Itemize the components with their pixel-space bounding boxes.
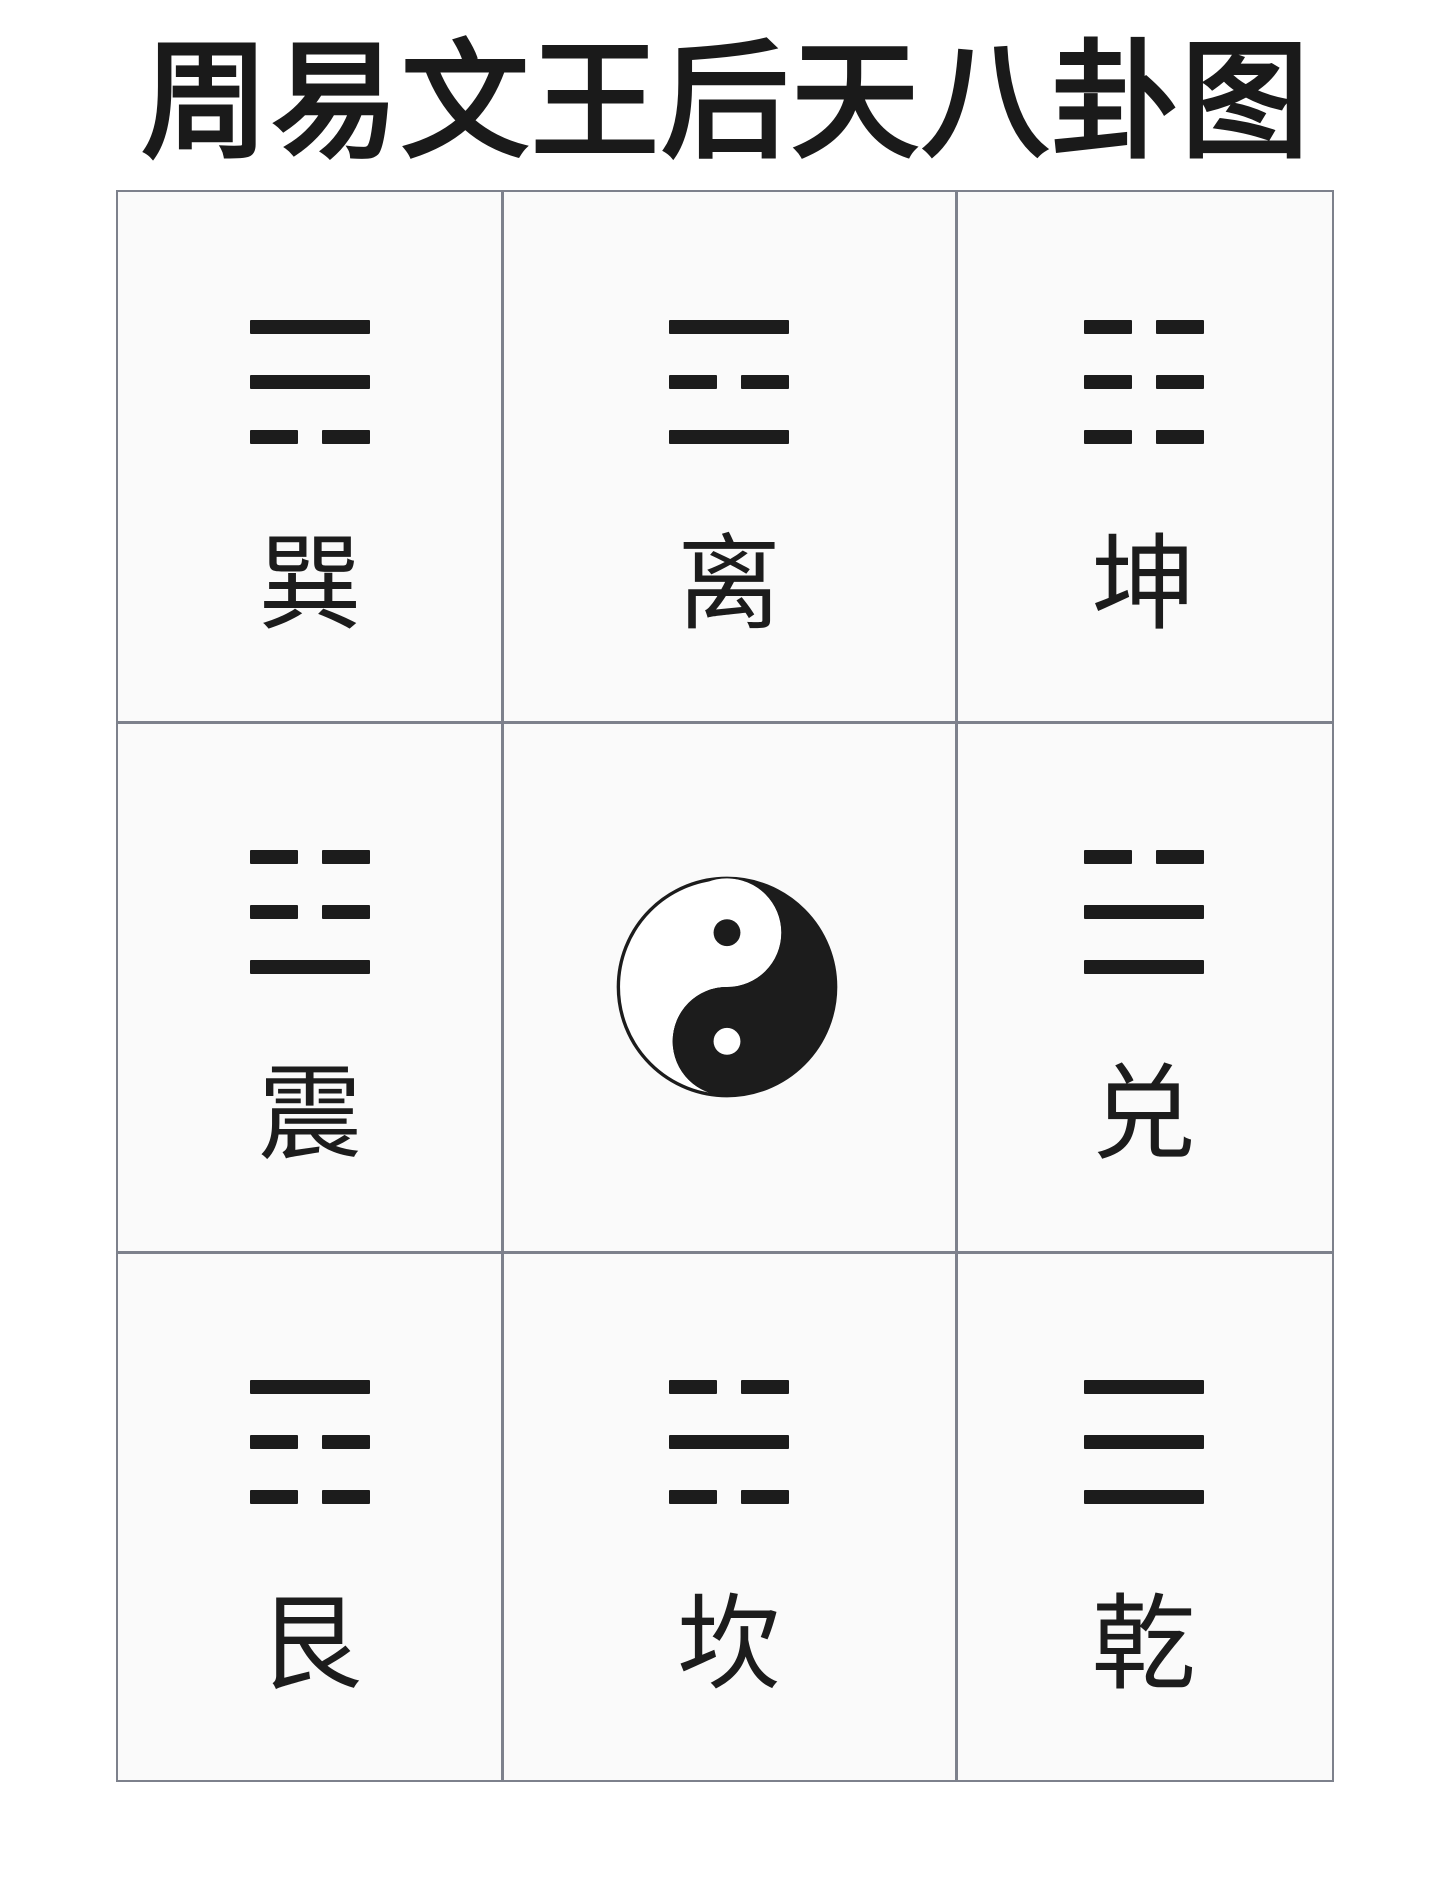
yin-line-segment-right (1155, 850, 1204, 864)
yang-line (669, 430, 789, 444)
trigram-name: 坎 (676, 1583, 781, 1705)
trigram-name: 乾 (1091, 1583, 1196, 1705)
yang-line-segment (250, 320, 370, 334)
yin-line-segment-right (322, 905, 370, 919)
trigram-name: 震 (257, 1053, 362, 1175)
yin-line-segment-right (1155, 320, 1204, 334)
yin-line (1083, 430, 1204, 444)
yang-line (250, 960, 370, 974)
yin-line-segment-right (741, 375, 789, 389)
yin-line (250, 1490, 370, 1504)
yin-line-segment-left (669, 375, 717, 389)
yin-line (669, 1490, 789, 1504)
trigram-cell: 离 (502, 192, 956, 722)
yang-line-segment (669, 320, 789, 334)
grid-divider-horizontal (118, 1251, 1332, 1254)
yin-line-segment-right (322, 1435, 370, 1449)
yang-line-segment (250, 375, 370, 389)
yang-line (1083, 960, 1204, 974)
yang-line-segment (1083, 1490, 1204, 1504)
yin-line-segment-left (669, 1490, 717, 1504)
trigram-cell: 乾 (956, 1252, 1331, 1779)
yang-line-segment (669, 1435, 789, 1449)
yang-line-segment (1083, 1380, 1204, 1394)
trigram-cell: 艮 (118, 1252, 502, 1779)
yin-line-segment-left (1083, 430, 1132, 444)
yin-line-segment-left (669, 1380, 717, 1394)
trigram-cell: 坎 (502, 1252, 956, 1779)
trigram-name: 巽 (257, 523, 362, 645)
trigram-cell: 震 (118, 722, 502, 1252)
yin-line (250, 850, 370, 864)
yang-line-segment (1083, 905, 1204, 919)
trigram-name: 艮 (257, 1583, 362, 1705)
bagua-grid: 巽 离 坤震 兑艮 坎 乾 (116, 190, 1334, 1782)
trigram-name: 兑 (1091, 1053, 1196, 1175)
yin-line-segment-left (1083, 850, 1132, 864)
yang-line-segment (669, 430, 789, 444)
yang-line-segment (1083, 1435, 1204, 1449)
yin-line-segment-right (741, 1490, 789, 1504)
yin-line-segment-right (322, 850, 370, 864)
yin-line (250, 1435, 370, 1449)
yang-line (250, 1380, 370, 1394)
yin-line-segment-left (250, 850, 298, 864)
yin-line-segment-left (250, 430, 298, 444)
yin-line-segment-left (1083, 375, 1132, 389)
yang-line (250, 375, 370, 389)
yang-line (1083, 1435, 1204, 1449)
grid-divider-vertical (955, 192, 958, 1780)
yin-line (669, 375, 789, 389)
yang-line (669, 320, 789, 334)
yang-line (1083, 1380, 1204, 1394)
yang-line (669, 1435, 789, 1449)
trigram-cell: 巽 (118, 192, 502, 722)
yin-line-segment-right (322, 430, 370, 444)
trigram-name: 离 (676, 523, 781, 645)
trigram-cell: 坤 (956, 192, 1331, 722)
yin-line-segment-right (1155, 375, 1204, 389)
yin-line-segment-left (1083, 320, 1132, 334)
trigram-name: 坤 (1091, 523, 1196, 645)
yang-line-segment (250, 960, 370, 974)
yin-line-segment-left (250, 1490, 298, 1504)
yin-line-segment-right (1155, 430, 1204, 444)
yang-line (250, 320, 370, 334)
yin-line (250, 430, 370, 444)
yin-line-segment-right (741, 1380, 789, 1394)
yin-line-segment-right (322, 1490, 370, 1504)
center-cell (502, 722, 956, 1252)
yin-line (250, 905, 370, 919)
taiji-icon (615, 875, 839, 1099)
grid-divider-horizontal (118, 721, 1332, 724)
yang-line-segment (250, 1380, 370, 1394)
yin-line (1083, 375, 1204, 389)
yin-line (1083, 320, 1204, 334)
yin-line (1083, 850, 1204, 864)
yin-line-segment-left (250, 1435, 298, 1449)
page-title: 周易文王后天八卦图 (140, 28, 1311, 177)
yin-line (669, 1380, 789, 1394)
yang-line-segment (1083, 960, 1204, 974)
yin-line-segment-left (250, 905, 298, 919)
yang-line (1083, 1490, 1204, 1504)
yang-line (1083, 905, 1204, 919)
grid-divider-vertical (501, 192, 504, 1780)
trigram-cell: 兑 (956, 722, 1331, 1252)
